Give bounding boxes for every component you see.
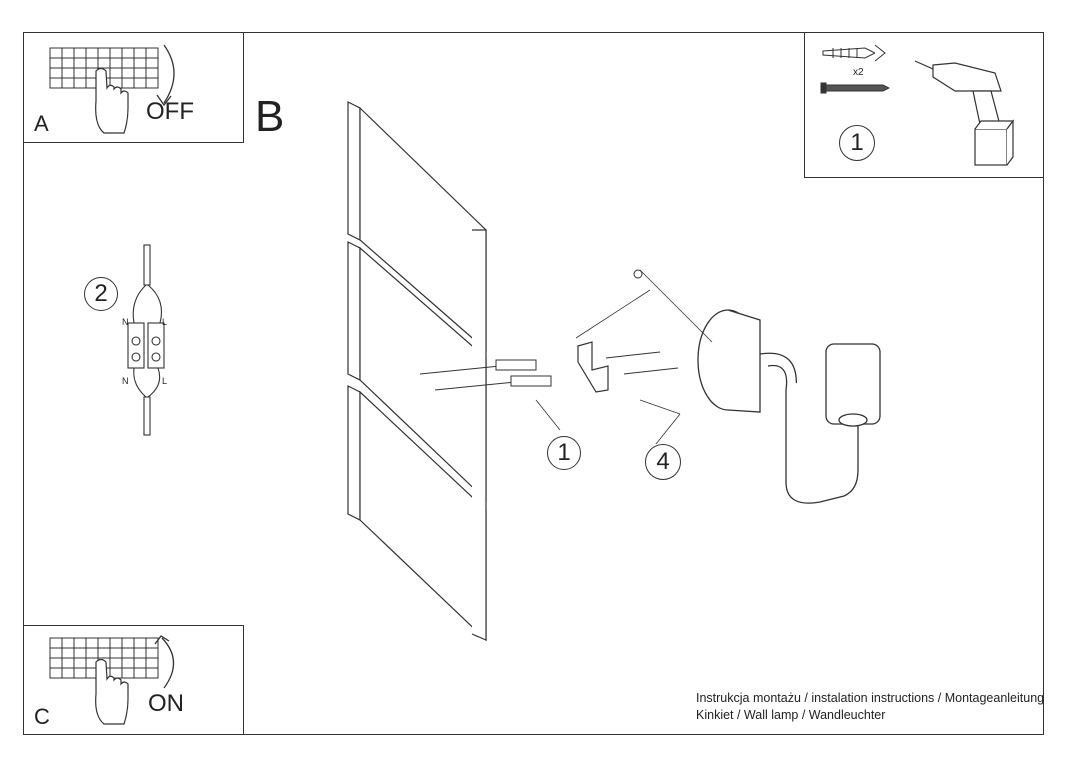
hand-icon [95, 658, 129, 725]
tools-panel: x2 1 [804, 32, 1044, 178]
screw-icon [419, 351, 679, 391]
wall-panel [347, 101, 487, 642]
wiring-diagram [127, 244, 165, 436]
arrow-up-icon [154, 635, 175, 689]
footer-line-2: Kinkiet / Wall lamp / Wandleuchter [696, 708, 886, 722]
diagram-frame [23, 32, 1044, 735]
off-label: OFF [146, 98, 194, 125]
drill-icon [914, 60, 1015, 166]
on-label: ON [148, 690, 184, 717]
footer-caption: Instrukcja montażu / instalation instruc… [696, 690, 1044, 724]
panel-c: C ON [23, 625, 244, 735]
terminal-l-top: L [162, 317, 168, 327]
terminal-l-bottom: L [162, 376, 168, 386]
assembly-illustration [347, 101, 881, 642]
breaker-panel-icon [49, 44, 175, 134]
quantity-label: x2 [853, 67, 864, 78]
step-1-tools: 1 [839, 125, 875, 161]
wall-plug-icon [822, 44, 886, 62]
callout-lamp: 4 [645, 444, 681, 480]
wall-lamp-icon [697, 309, 881, 504]
hand-icon [95, 67, 129, 134]
breaker-panel-icon [49, 635, 175, 725]
panel-c-letter: C [34, 704, 50, 729]
screw-icon [820, 82, 891, 94]
tools-art [820, 44, 1015, 166]
mounting-bracket [577, 341, 609, 393]
panel-b-letter: B [255, 92, 285, 141]
arrow-down-icon [156, 44, 175, 107]
terminal-n-bottom: N [122, 376, 129, 386]
callout-anchors: 1 [547, 436, 581, 470]
terminal-n-top: N [122, 317, 129, 327]
step-2-wiring: 2 [84, 277, 118, 311]
footer-line-1: Instrukcja montażu / instalation instruc… [696, 691, 1045, 705]
panel-a: A OFF [23, 32, 244, 143]
panel-a-letter: A [34, 111, 49, 136]
